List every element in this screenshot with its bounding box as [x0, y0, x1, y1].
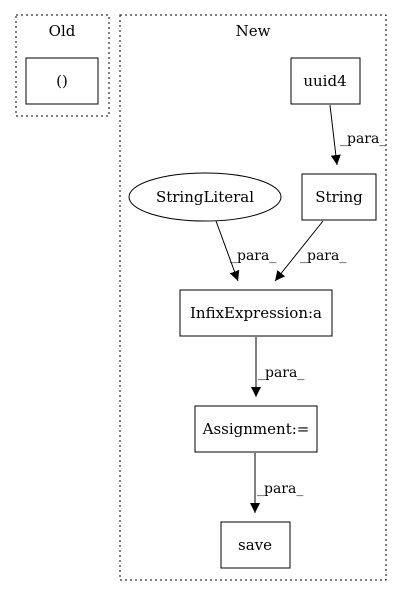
node-label: () — [56, 72, 68, 90]
node-string-literal: StringLiteral — [128, 172, 282, 222]
edge-uuid4-to-string: _para_ — [329, 104, 386, 166]
edge-label: _para_ — [258, 365, 304, 381]
node-label: uuid4 — [303, 72, 346, 90]
cluster-old: Old — [15, 14, 110, 117]
cluster-new: New — [119, 14, 387, 581]
node-label: String — [315, 188, 363, 206]
edge-label: _para_ — [257, 481, 303, 497]
node-label: Assignment:= — [202, 420, 310, 438]
edge-assignment-to-save: _para_ — [250, 453, 303, 513]
cluster-old-title: Old — [49, 22, 76, 40]
cluster-old-border — [15, 14, 110, 117]
node-label: StringLiteral — [156, 188, 254, 206]
edges: _para_ _para_ _para_ _para_ _para_ — [215, 104, 386, 513]
node-empty-call: () — [25, 57, 99, 105]
node-save: save — [220, 521, 291, 569]
node-assignment: Assignment:= — [194, 405, 318, 453]
node-label: save — [238, 536, 272, 554]
node-infix-expression: InfixExpression:a — [179, 289, 333, 337]
edge-label: _para_ — [340, 131, 386, 147]
node-label: InfixExpression:a — [190, 304, 322, 322]
cluster-new-title: New — [236, 22, 271, 40]
edge-stringliteral-to-infix: _para_ — [215, 220, 276, 282]
node-uuid4: uuid4 — [290, 57, 361, 105]
edge-infix-to-assignment: _para_ — [251, 337, 304, 397]
edge-label: _para_ — [300, 248, 346, 264]
node-string: String — [301, 173, 377, 221]
edge-string-to-infix: _para_ — [274, 220, 346, 282]
edge-label: _para_ — [230, 248, 276, 264]
